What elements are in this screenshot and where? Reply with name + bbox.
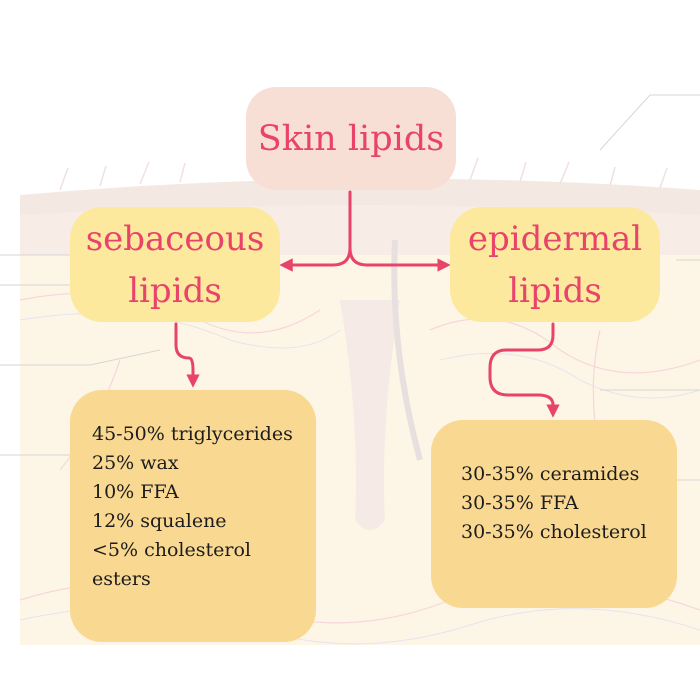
category-label-line: sebaceous — [85, 218, 265, 259]
category-node-epidermal: epidermal lipids — [450, 207, 660, 322]
composition-item: 30-35% FFA — [461, 492, 579, 514]
composition-item: 30-35% ceramides — [461, 463, 640, 485]
composition-item: <5% cholesterol — [92, 539, 251, 561]
category-node-sebaceous: sebaceous lipids — [70, 207, 280, 322]
composition-list: 30-35% ceramides 30-35% FFA 30-35% chole… — [461, 460, 647, 547]
composition-item: 30-35% cholesterol — [461, 521, 647, 543]
root-node-skin-lipids: Skin lipids — [246, 87, 456, 190]
category-label-line: lipids — [508, 270, 602, 311]
detail-box-epidermal: 30-35% ceramides 30-35% FFA 30-35% chole… — [431, 420, 677, 608]
arrow-root-to-sebaceous — [279, 190, 352, 272]
category-label-line: lipids — [128, 270, 222, 311]
composition-item: 12% squalene — [92, 510, 227, 532]
composition-item: 25% wax — [92, 452, 179, 474]
category-label-line: epidermal — [467, 218, 643, 259]
root-label: Skin lipids — [257, 118, 445, 159]
arrow-epidermal-to-detail — [488, 322, 560, 418]
arrow-sebaceous-to-detail — [174, 322, 200, 388]
composition-list: 45-50% triglycerides 25% wax 10% FFA 12%… — [92, 420, 293, 594]
composition-item: esters — [92, 568, 151, 590]
composition-item: 45-50% triglycerides — [92, 423, 293, 445]
composition-item: 10% FFA — [92, 481, 179, 503]
arrow-root-to-epidermal — [348, 246, 451, 272]
detail-box-sebaceous: 45-50% triglycerides 25% wax 10% FFA 12%… — [70, 390, 316, 642]
